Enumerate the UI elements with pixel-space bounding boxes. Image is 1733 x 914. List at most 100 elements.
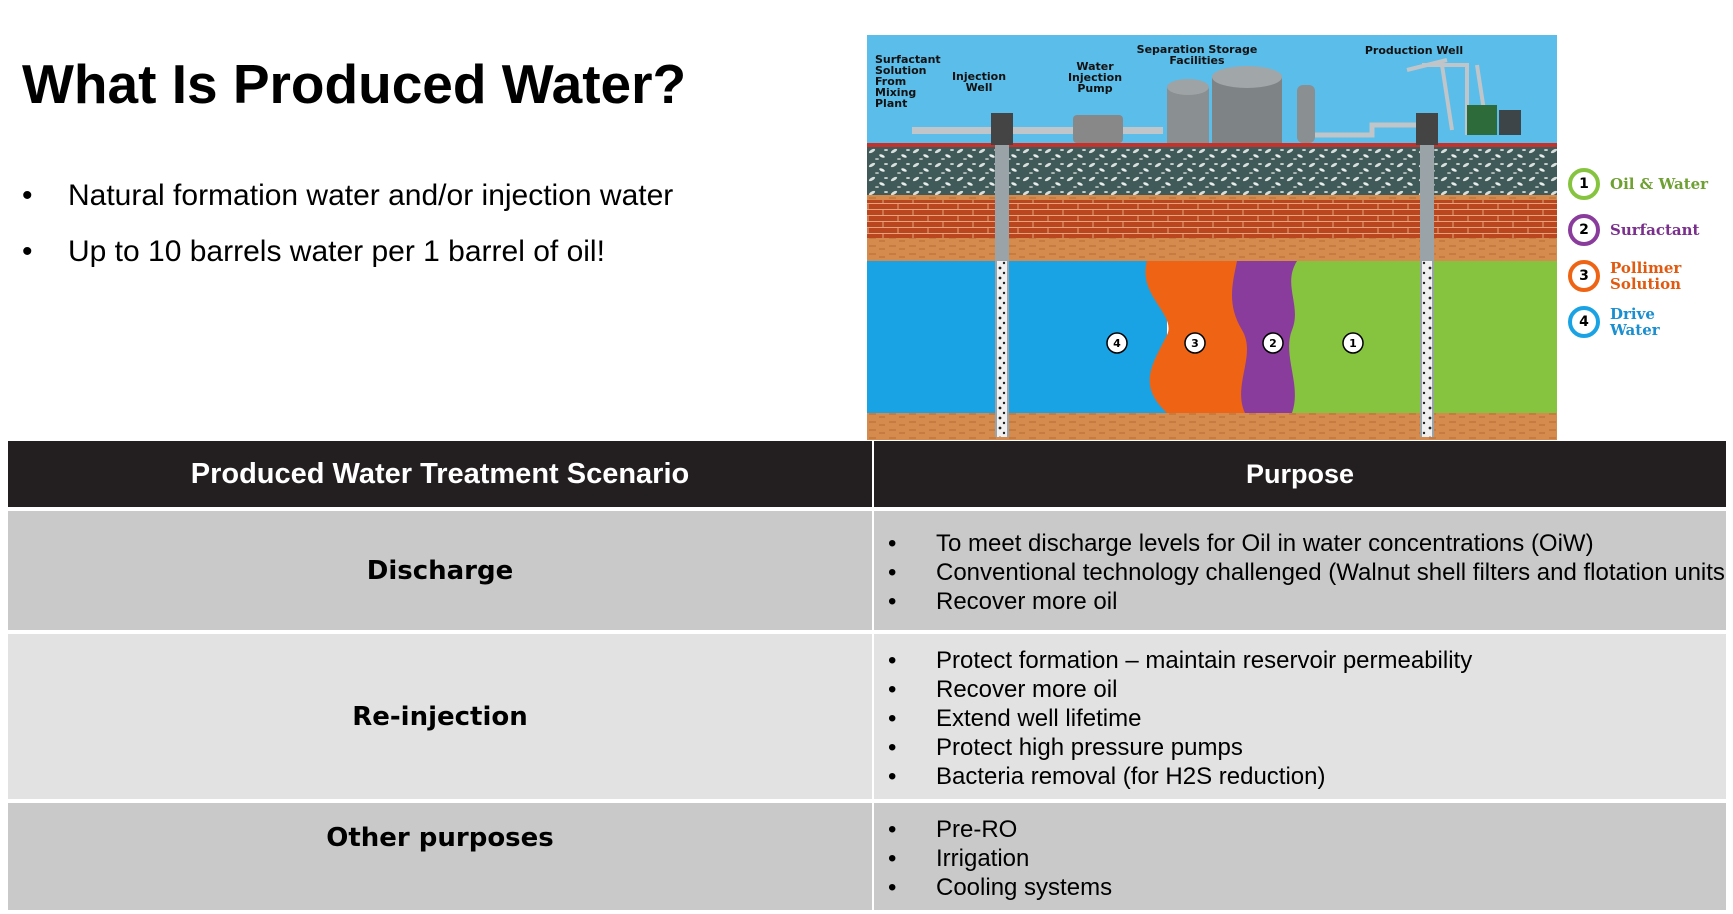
purpose-text: Protect formation – maintain reservoir p… [936,647,1473,674]
purpose-item: • Recover more oil [888,587,1726,616]
purpose-cell: • Pre-RO •Irrigation • Cooling systems [874,799,1726,910]
bullet-dot: • [888,816,897,843]
bullet-dot: • [22,235,33,268]
zone-marker: 2 [1262,332,1284,354]
bullet-dot: • [888,763,897,790]
bullet-dot: • [22,179,33,212]
sand-layer-bottom [867,413,1557,440]
label-production-well: Production Well [1365,44,1463,57]
sand-layer-mid [867,238,1557,261]
intro-bullet: •Up to 10 barrels water per 1 barrel of … [22,232,673,288]
gravel-layer [867,147,1557,195]
legend-label: Pollimer Solution [1610,259,1682,293]
production-wellhead [1416,113,1438,145]
purpose-text: Protect high pressure pumps [936,734,1243,761]
sand-layer-top [867,195,1557,200]
label-line: Mixing [875,86,916,99]
legend-item-surfactant: 2 Surfactant [1568,214,1699,246]
production-well-perforation [1422,261,1432,437]
purpose-text: Extend well lifetime [936,705,1142,732]
purpose-item: •Protect high pressure pumps [888,733,1726,762]
label-line: Plant [875,97,907,110]
legend-label: Oil & Water [1610,175,1709,193]
separator-vessel [1297,85,1315,143]
page-title: What Is Produced Water? [22,53,687,115]
header-scenario: Produced Water Treatment Scenario [8,441,874,507]
purpose-item: • Recover more oil [888,675,1726,704]
zone-marker-number: 4 [1113,337,1121,350]
bullet-dot: • [888,874,897,901]
scenario-cell: Discharge [8,507,874,630]
pumpjack [1406,58,1489,135]
pumpjack-base [1499,110,1521,135]
bullet-dot: • [888,647,897,674]
label-line: Water [1076,60,1114,73]
intro-bullet-list: •Natural formation water and/or injectio… [22,176,673,288]
label-line: Injection [1068,71,1122,84]
pump-pipe [1013,127,1073,134]
legend-number: 4 [1568,306,1600,338]
water-injection-pump [1073,115,1123,143]
label-line: From [875,75,906,88]
storage-tank-small-top [1167,79,1209,95]
label-line: Solution [875,64,927,77]
storage-tank-small [1167,87,1209,143]
bullet-dot: • [888,676,897,703]
zone-marker: 3 [1184,332,1206,354]
zone-marker-number: 3 [1191,337,1199,350]
header-purpose: Purpose [874,441,1726,507]
brick-layer [867,200,1557,238]
pumpjack-motor [1467,105,1497,135]
legend-number: 2 [1568,214,1600,246]
purpose-text: Recover more oil [936,588,1118,615]
table-row: Other purposes • Pre-RO •Irrigation • Cool… [8,799,1726,910]
purpose-item: • Cooling systems [888,873,1726,902]
purpose-cell: •To meet discharge levels for Oil in wat… [874,507,1726,630]
surfactant-pipe [912,127,997,134]
legend-item-oil-water: 1 Oil & Water [1568,168,1708,200]
purpose-list: •To meet discharge levels for Oil in wat… [888,529,1726,616]
separator-pipe [1315,122,1422,138]
table-row: Discharge •To meet discharge levels for … [8,507,1726,630]
purpose-list: • Pre-RO •Irrigation • Cooling systems [888,815,1726,902]
purpose-item: • Pre-RO [888,815,1726,844]
legend-label: Drive Water [1610,305,1660,339]
purpose-list: • Protect formation – maintain reservoir … [888,646,1726,791]
purpose-text: Irrigation [936,845,1030,872]
table-row: Re-injection •Protect formation – mainta… [8,630,1726,799]
injection-well-perforation [997,261,1007,437]
label-line: Injection [952,70,1006,83]
label-line: Surfactant [875,53,941,66]
legend-number: 1 [1568,168,1600,200]
bullet-dot: • [888,705,897,732]
zone-marker-number: 2 [1269,337,1277,350]
legend-item-polymer: 3 Pollimer Solution [1568,260,1681,292]
intro-bullet: •Natural formation water and/or injectio… [22,176,673,232]
purpose-item: •Irrigation [888,844,1726,873]
tank-pipe [1123,127,1163,134]
legend-number: 3 [1568,260,1600,292]
purpose-text: Recover more oil [936,676,1118,703]
purpose-item: • Extend well lifetime [888,704,1726,733]
zone-marker: 4 [1106,332,1128,354]
storage-tank-large-top [1212,66,1282,88]
purpose-text: Pre-RO [936,816,1018,843]
injection-wellhead [991,113,1013,145]
treatment-scenario-table: Produced Water Treatment Scenario Purpos… [8,441,1726,910]
purpose-item: •Conventional technology challenged (Wal… [888,558,1726,587]
label-line: Production Well [1365,44,1463,57]
purpose-text: Bacteria removal (for H2S reduction) [936,763,1326,790]
surface-line [867,143,1557,148]
table-header-row: Produced Water Treatment Scenario Purpos… [8,441,1726,507]
zone-marker-number: 1 [1349,337,1357,350]
purpose-text: Cooling systems [936,874,1113,901]
label-line: Well [966,81,993,94]
label-line: Pump [1077,82,1112,95]
bullet-dot: • [888,588,897,615]
scenario-cell: Other purposes [8,799,874,910]
legend-item-drive-water: 4 Drive Water [1568,306,1660,338]
purpose-item: •To meet discharge levels for Oil in wat… [888,529,1726,558]
